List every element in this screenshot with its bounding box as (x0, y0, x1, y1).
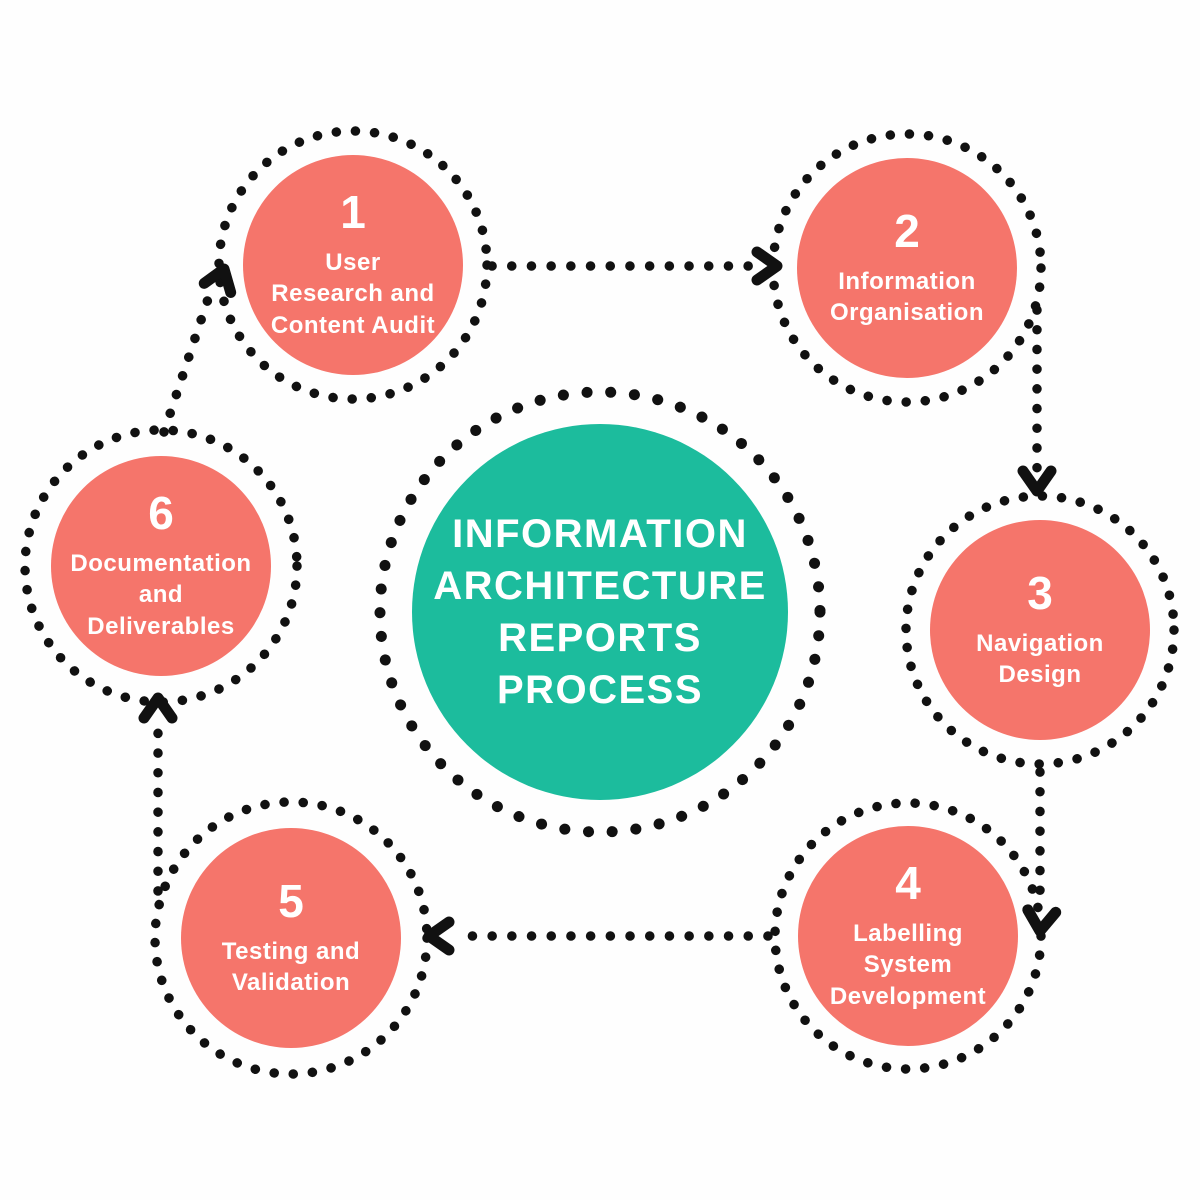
connector-6-1 (159, 291, 214, 437)
step-1-circle: 1 User Research and Content Audit (243, 155, 463, 375)
step-1-number: 1 (340, 186, 366, 239)
step-4-label: Labelling System Development (829, 920, 987, 1010)
step-3-label: Navigation Design (976, 629, 1104, 688)
step-3-dotted-ring (901, 491, 1179, 769)
arrowhead-1-2 (751, 246, 783, 286)
hub-title: INFORMATION ARCHITECTURE REPORTS PROCESS (433, 512, 767, 712)
step-2-label: Information Organisation (829, 267, 985, 326)
arrowhead-6-1 (198, 263, 237, 298)
step-4-circle: 4 Labelling System Development (798, 826, 1018, 1046)
step-3-number: 3 (1027, 566, 1053, 619)
arrowhead-3-4 (1022, 904, 1062, 937)
step-5-label: Testing and Validation (221, 937, 361, 996)
step-2-number: 2 (894, 204, 920, 257)
step-6-label: Documentation and Deliverables (70, 550, 252, 640)
step-1-label: User Research and Content Audit (270, 249, 436, 339)
hub-dotted-ring (374, 386, 826, 838)
step-2-circle: 2 Information Organisation (797, 158, 1017, 378)
arrowhead-5-6 (138, 692, 178, 724)
step-1-dotted-ring (214, 126, 492, 404)
step-6-number: 6 (148, 487, 174, 540)
step-5-number: 5 (278, 874, 304, 927)
hub-circle: INFORMATION ARCHITECTURE REPORTS PROCESS (412, 424, 788, 800)
step-4-number: 4 (895, 857, 921, 910)
step-3-circle: 3 Navigation Design (930, 520, 1150, 740)
arrowhead-4-5 (423, 916, 455, 956)
step-5-circle: 5 Testing and Validation (181, 828, 401, 1048)
arrowhead-2-3 (1017, 465, 1057, 497)
step-6-circle: 6 Documentation and Deliverables (51, 456, 271, 676)
